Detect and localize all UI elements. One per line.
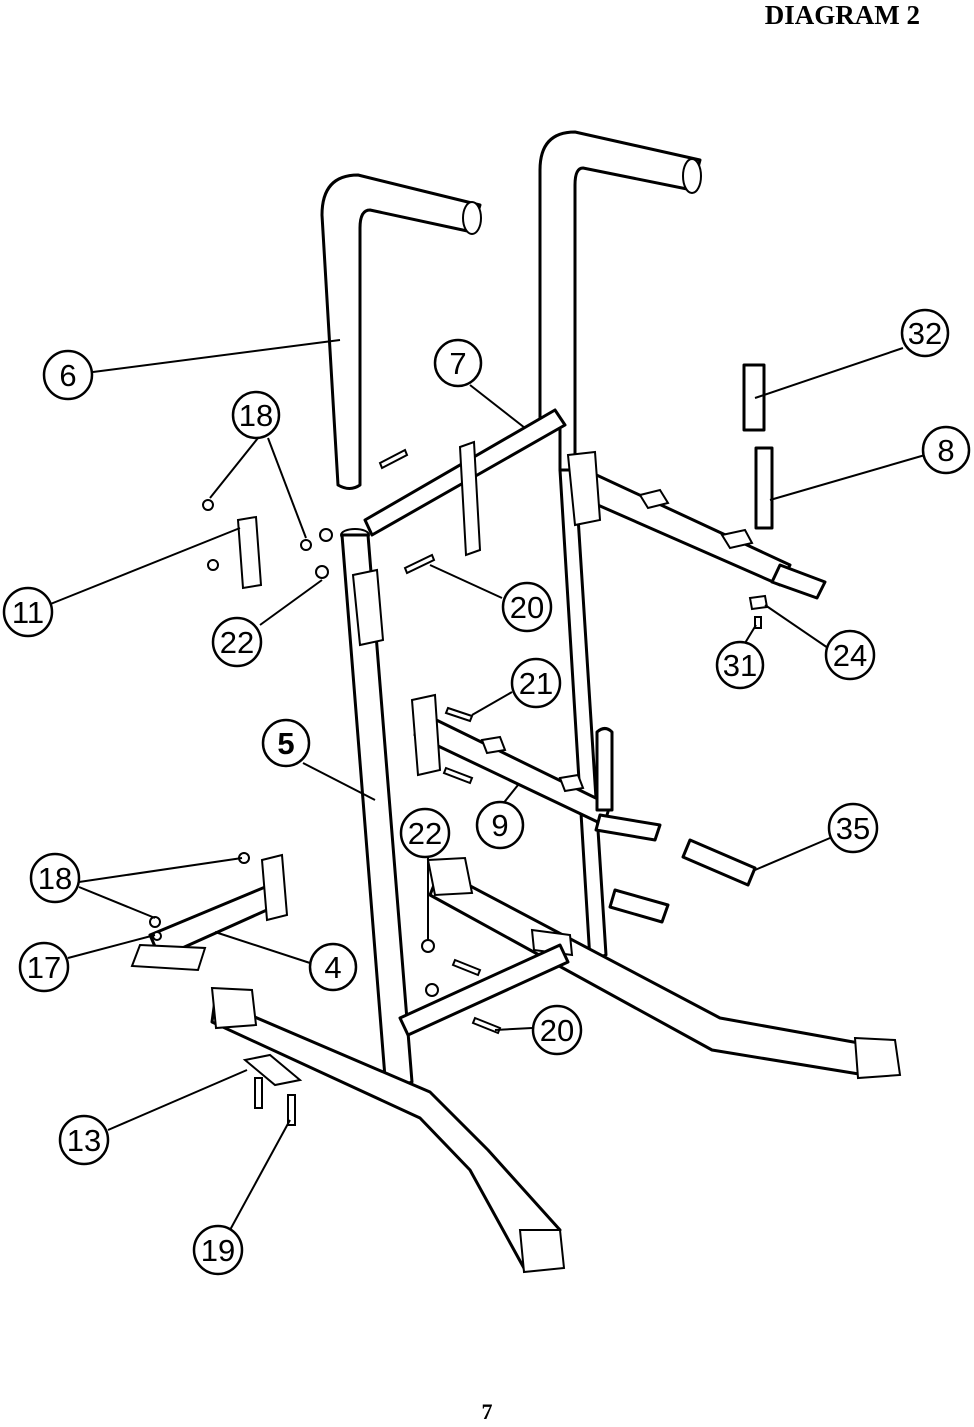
callout-7: 7 [433,338,483,388]
callout-19: 19 [192,1224,244,1276]
callout-13: 13 [58,1114,110,1166]
nut-18-lower-b [149,916,161,928]
bolt-19-left [254,1077,263,1109]
callout-21: 21 [510,657,562,709]
svg-text:18: 18 [239,398,273,433]
bolts [254,448,769,1126]
peg-8 [754,446,774,530]
svg-text:22: 22 [408,816,442,851]
callout-11: 11 [2,586,54,638]
callout-5: 5 [261,718,311,768]
crossbar-9 [410,693,670,924]
svg-text:9: 9 [491,808,508,843]
callout-4: 4 [308,942,358,992]
callout-32: 32 [900,308,950,358]
washer-upper-a [319,528,333,542]
upright-tube-5 [340,528,414,1092]
nut-18-upper-left [202,499,214,511]
nut-24 [748,594,769,611]
svg-text:20: 20 [510,590,544,625]
bolt-20-top [403,553,436,575]
peg-32 [742,363,766,432]
svg-text:5: 5 [277,726,294,761]
callout-bubbles: 6 18 7 32 8 11 22 20 [2,308,971,1276]
svg-text:19: 19 [201,1233,235,1268]
callout-22-upper: 22 [211,616,263,668]
base-connector-bar [398,943,570,1037]
callout-35: 35 [827,802,879,854]
bracket-4 [130,853,289,972]
plate-13 [242,1053,303,1087]
svg-text:22: 22 [220,625,254,660]
svg-text:4: 4 [324,950,341,985]
page-number: 7 [481,1399,493,1424]
nut-18-upper-right [300,539,312,551]
dip-arm-8 [566,450,827,600]
callout-8: 8 [921,425,971,475]
diagram-title: DIAGRAM 2 [764,0,920,30]
callout-24: 24 [824,629,876,681]
bolt-21 [444,706,474,723]
callout-18-upper: 18 [231,390,281,440]
bolt-20-mid [451,958,482,977]
svg-text:7: 7 [449,346,466,381]
callout-6: 6 [42,349,94,401]
bolt-19-right [287,1094,296,1126]
bolt-31 [754,616,762,629]
upright-tube-6 [320,173,482,490]
plate-11 [236,515,263,590]
callout-22-lower: 22 [399,807,451,859]
power-tower-frame [130,130,902,1274]
front-base-leg [210,986,566,1274]
callout-20-lower: 20 [531,1004,583,1056]
svg-text:24: 24 [833,638,867,673]
svg-text:18: 18 [38,861,72,896]
svg-text:8: 8 [937,433,954,468]
bolt-20-upper-crossbar [378,448,409,470]
svg-text:21: 21 [519,666,553,701]
svg-text:31: 31 [723,648,757,683]
weight-peg-35 [681,838,757,887]
callout-18-lower: 18 [29,852,81,904]
svg-text:11: 11 [12,595,44,630]
callout-20-upper: 20 [501,581,553,633]
callout-17: 17 [18,941,70,993]
svg-text:35: 35 [836,811,870,846]
nut-plate-11 [207,559,219,571]
crossbar-7 [363,408,567,557]
bolt-20-bottom [471,1016,502,1035]
right-upright-tube [538,130,702,962]
callout-31: 31 [715,640,765,690]
callout-9: 9 [475,800,525,850]
bolt-9-lower [442,766,474,785]
leader-lines [47,339,926,1231]
svg-text:6: 6 [59,358,76,393]
svg-text:20: 20 [540,1013,574,1048]
svg-text:17: 17 [27,950,61,985]
svg-text:32: 32 [908,316,942,351]
svg-text:13: 13 [67,1123,101,1158]
washer-22-lower-a [421,939,435,953]
right-base-leg [426,856,902,1080]
washer-22-upper [315,565,329,579]
washer-22-lower-b [425,983,439,997]
